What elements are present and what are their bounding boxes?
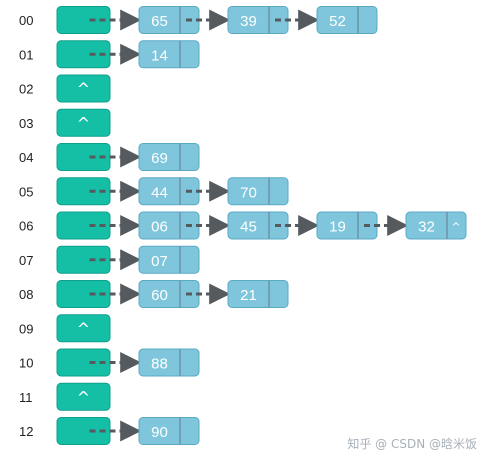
null-pointer-symbol: ^ (77, 388, 90, 407)
list-node (227, 280, 289, 308)
node-value: 70 (240, 184, 257, 201)
node-value: 88 (151, 356, 168, 373)
node-value: 52 (329, 13, 346, 30)
list-node (138, 417, 200, 445)
bucket-index-label: 08 (19, 287, 33, 302)
node-value: 60 (151, 287, 168, 304)
node-value: 90 (151, 424, 168, 441)
bucket-box (56, 382, 111, 411)
bucket-index-label: 00 (19, 13, 33, 28)
null-pointer-symbol: ^ (77, 80, 90, 99)
bucket-index-label: 12 (19, 424, 33, 439)
node-null-symbol: ^ (451, 221, 460, 234)
list-node (316, 6, 378, 34)
list-node (227, 177, 289, 206)
bucket-index-label: 03 (19, 116, 33, 131)
list-node (405, 211, 467, 240)
node-value: 69 (151, 150, 168, 167)
bucket-index-label: 01 (19, 47, 33, 62)
bucket-index-label: 09 (19, 321, 33, 336)
bucket-index-label: 10 (19, 356, 33, 371)
bucket-index-label: 02 (19, 82, 33, 97)
node-value: 14 (151, 47, 168, 64)
bucket-index-label: 11 (19, 390, 33, 405)
list-node (138, 348, 200, 377)
null-pointer-symbol: ^ (77, 319, 90, 338)
watermark: 知乎 @ CSDN @晗米饭 (347, 437, 477, 451)
node-value: 39 (240, 13, 257, 30)
bucket-box (56, 74, 111, 103)
bucket-index-label: 07 (19, 253, 33, 268)
node-value: 06 (151, 219, 168, 236)
node-value: 65 (151, 13, 168, 30)
list-node (138, 40, 200, 69)
node-value: 45 (240, 219, 257, 236)
list-node (138, 143, 200, 171)
list-node (138, 245, 200, 274)
bucket-index-label: 06 (19, 219, 33, 234)
bucket-index-label: 05 (19, 184, 33, 199)
node-value: 32 (418, 219, 435, 236)
node-value: 07 (151, 253, 168, 270)
node-value: 19 (329, 219, 346, 236)
bucket-index-label: 04 (19, 150, 33, 165)
node-value: 21 (240, 287, 257, 304)
node-value: 44 (151, 184, 168, 201)
bucket-box (56, 314, 111, 343)
bucket-box (56, 108, 111, 137)
null-pointer-symbol: ^ (77, 114, 90, 133)
